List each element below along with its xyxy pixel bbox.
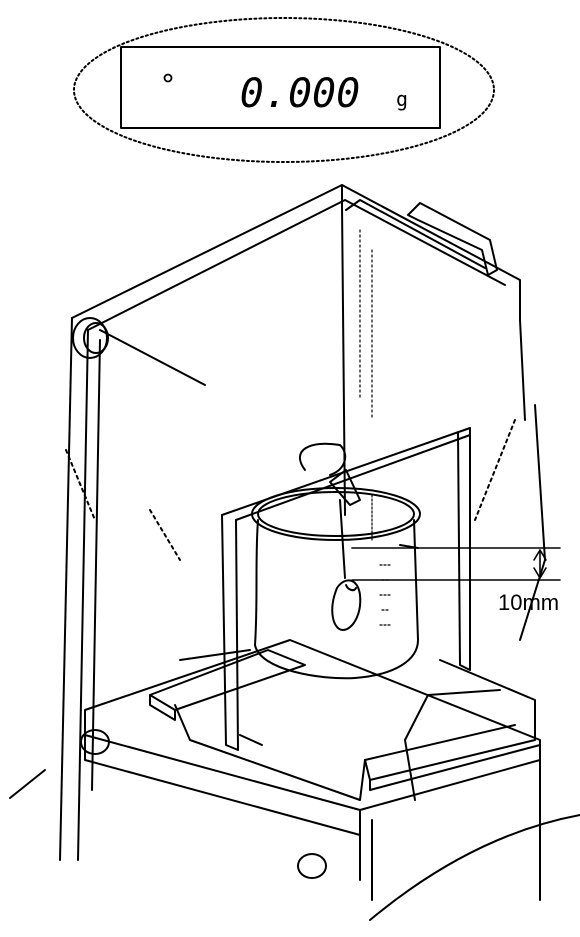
- display-unit: g: [396, 87, 408, 111]
- lcd-panel: [120, 46, 441, 129]
- draft-shield: [9, 184, 580, 921]
- beaker: [251, 487, 421, 680]
- stable-indicator-icon: [163, 73, 173, 83]
- base-foot: [80, 729, 110, 755]
- base-foot: [297, 853, 327, 879]
- hook: [298, 442, 347, 476]
- sample: [331, 499, 362, 631]
- depth-label: 10mm: [498, 590, 559, 615]
- suspension-frame: [221, 427, 471, 751]
- weighing-pan: [149, 649, 541, 801]
- depth-dimension: 10mm: [351, 547, 561, 615]
- display-reading: 0.000: [240, 71, 360, 117]
- balance-base: [84, 639, 541, 811]
- top-handle: [407, 202, 498, 276]
- display-callout: 0.000 g: [73, 17, 495, 163]
- door-knob: [72, 317, 109, 359]
